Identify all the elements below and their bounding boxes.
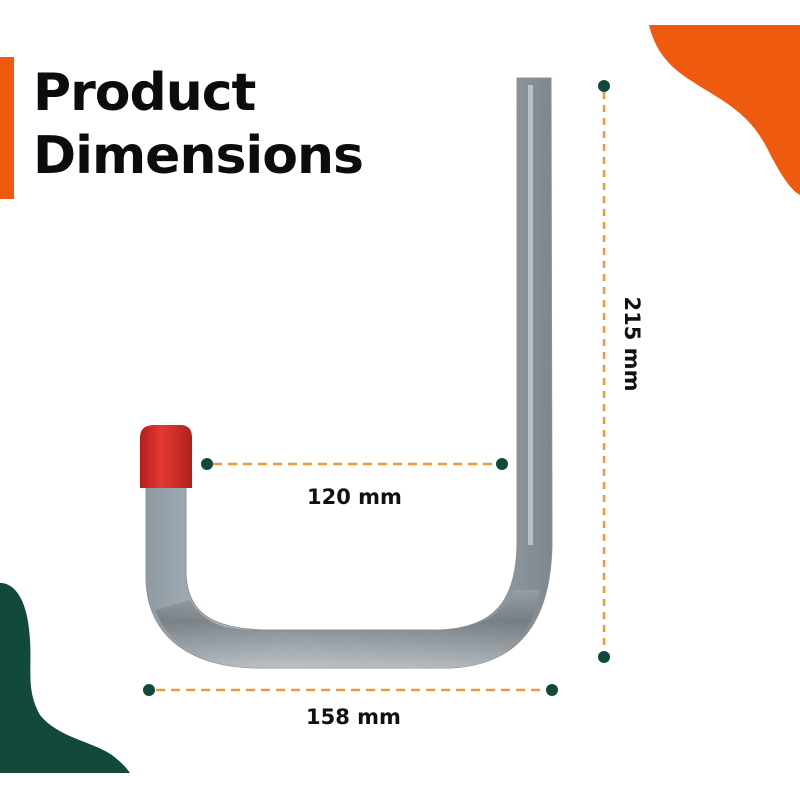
opening-left-dot xyxy=(201,458,213,470)
height-dimension-label: 215 mm xyxy=(620,296,644,392)
page-title: Product Dimensions xyxy=(33,62,364,188)
height-bottom-dot xyxy=(598,651,610,663)
width-right-dot xyxy=(546,684,558,696)
height-top-dot xyxy=(598,80,610,92)
opening-dimension-label: 120 mm xyxy=(307,485,402,509)
title-line-2: Dimensions xyxy=(33,126,364,186)
title-line-1: Product xyxy=(33,63,256,123)
title-accent-bar xyxy=(0,57,14,199)
width-dimension-label: 158 mm xyxy=(306,705,401,729)
width-left-dot xyxy=(143,684,155,696)
opening-right-dot xyxy=(496,458,508,470)
